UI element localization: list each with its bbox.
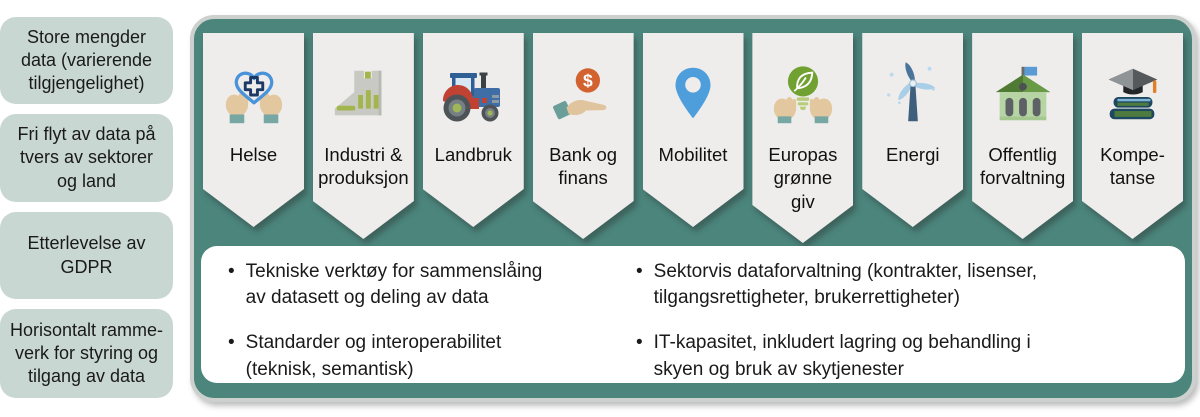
bottom-panel-column-right: Sektorvis dataforvaltning (kontrakter, l… [636, 259, 1171, 383]
bullet-item: Tekniske verktøy for sammenslåing av dat… [228, 259, 636, 311]
sector-banner-energi: Energi [862, 33, 963, 227]
sector-banner-gronne-giv: Europas grønne giv [752, 33, 853, 243]
sidebar-note-store-mengder-data: Store mengder data (varierende tilgjenge… [0, 17, 173, 104]
energi-icon [878, 47, 948, 143]
sector-label-forvaltning: Offentlig forvaltning [979, 144, 1066, 189]
sector-label-landbruk: Landbruk [434, 144, 512, 165]
bullet-item: IT-kapasitet, inkludert lagring og behan… [636, 330, 1171, 382]
bottom-panel-column-left: Tekniske verktøy for sammenslåing av dat… [228, 259, 636, 383]
bank-finans-icon: $ [548, 47, 618, 143]
sector-label-kompetanse: Kompe- tanse [1100, 144, 1165, 189]
sidebar-note-rammeverk: Horisontalt ramme- verk for styring og t… [0, 309, 173, 398]
sector-label-mobilitet: Mobilitet [658, 144, 728, 165]
sector-banners-row: Helse [194, 33, 1192, 243]
sector-banner-bank-finans: $ Bank og finans [533, 33, 634, 239]
kompetanse-icon [1098, 47, 1168, 143]
bottom-panel: Tekniske verktøy for sammenslåing av dat… [201, 246, 1185, 383]
mobilitet-icon [658, 47, 728, 143]
sector-banner-landbruk: Landbruk [423, 33, 524, 227]
helse-icon [219, 47, 289, 143]
svg-text:$: $ [583, 71, 593, 91]
sector-banner-forvaltning: Offentlig forvaltning [972, 33, 1073, 239]
sidebar-note-gdpr: Etterlevelse av GDPR [0, 212, 173, 299]
landbruk-icon [437, 47, 509, 143]
sidebar-note-fri-flyt: Fri flyt av data på tvers av sektorer og… [0, 114, 173, 202]
sector-banner-industri: Industri & produksjon [313, 33, 414, 239]
sector-label-industri: Industri & produksjon [318, 144, 409, 189]
sector-banner-helse: Helse [203, 33, 304, 227]
gronne-giv-icon [768, 47, 838, 143]
bullet-item: Sektorvis dataforvaltning (kontrakter, l… [636, 259, 1171, 311]
sector-label-bank-finans: Bank og finans [549, 144, 618, 189]
sector-label-helse: Helse [229, 144, 278, 165]
sector-label-gronne-giv: Europas grønne giv [768, 144, 838, 212]
sector-panel: Helse [190, 15, 1196, 402]
forvaltning-icon [988, 47, 1058, 143]
sector-banner-kompetanse: Kompe- tanse [1082, 33, 1183, 239]
industri-icon [328, 47, 398, 143]
bullet-item: Standarder og interoperabilitet (teknisk… [228, 330, 636, 382]
sector-banner-mobilitet: Mobilitet [643, 33, 744, 227]
sector-label-energi: Energi [886, 144, 940, 165]
